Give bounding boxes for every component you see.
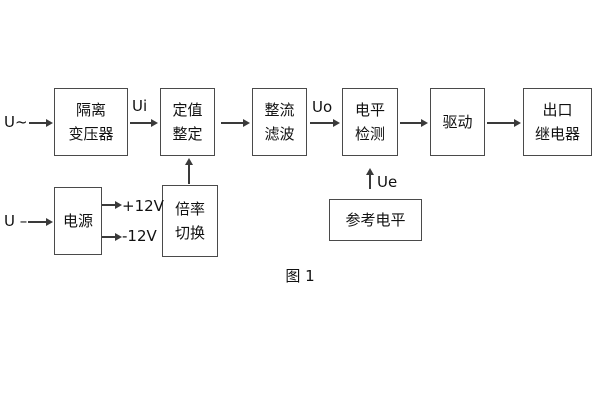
arrow-dc-input xyxy=(28,218,53,226)
block-label: 定值 xyxy=(172,101,203,119)
arrow-minus-12v xyxy=(102,233,122,241)
signal-label-uo: Uo xyxy=(312,98,333,116)
block-level-detection: 电平 检测 xyxy=(342,88,398,156)
block-label: 倍率 xyxy=(174,200,205,218)
signal-label-ue: Ue xyxy=(377,173,398,191)
block-label: 参考电平 xyxy=(345,210,406,229)
figure-caption: 图 1 xyxy=(285,267,315,285)
signal-label-minus-12v: -12V xyxy=(122,227,157,245)
block-output-relay: 出口 继电器 xyxy=(523,88,592,156)
block-label: 隔离 xyxy=(75,101,106,119)
block-label: 驱动 xyxy=(442,112,473,131)
block-label: 整流 xyxy=(264,101,295,119)
arrow-ac-input xyxy=(29,119,53,127)
arrow-ui xyxy=(130,119,158,127)
block-isolation-transformer: 隔离 变压器 xyxy=(54,88,128,156)
arrow-drive-to-relay xyxy=(487,119,521,127)
block-power-supply: 电源 xyxy=(54,187,102,255)
block-label: 整定 xyxy=(172,124,203,143)
signal-label-dc-input: U – xyxy=(4,212,28,230)
block-label: 滤波 xyxy=(264,124,295,143)
arrow-plus-12v xyxy=(102,201,122,209)
arrow-uo xyxy=(310,119,340,127)
signal-label-ac-input: U~ xyxy=(4,113,28,131)
signal-label-plus-12v: +12V xyxy=(122,197,164,215)
arrow-detection-to-drive xyxy=(400,119,428,127)
arrow-ue xyxy=(366,168,374,189)
block-label: 切换 xyxy=(174,223,205,242)
block-reference-level: 参考电平 xyxy=(329,199,422,241)
arrow-setting-to-rectifier xyxy=(221,119,250,127)
block-label: 电平 xyxy=(354,101,385,119)
block-rectifier-filter: 整流 滤波 xyxy=(252,88,307,156)
arrow-ratio-to-setting xyxy=(185,158,193,184)
block-label: 继电器 xyxy=(534,124,580,143)
block-ratio-switch: 倍率 切换 xyxy=(162,185,218,257)
block-value-setting: 定值 整定 xyxy=(160,88,215,156)
block-label: 变压器 xyxy=(68,124,114,143)
signal-label-ui: Ui xyxy=(132,97,148,115)
block-label: 出口 xyxy=(542,101,573,119)
block-label: 检测 xyxy=(354,124,385,143)
block-label: 电源 xyxy=(62,211,93,230)
block-drive: 驱动 xyxy=(430,88,485,156)
